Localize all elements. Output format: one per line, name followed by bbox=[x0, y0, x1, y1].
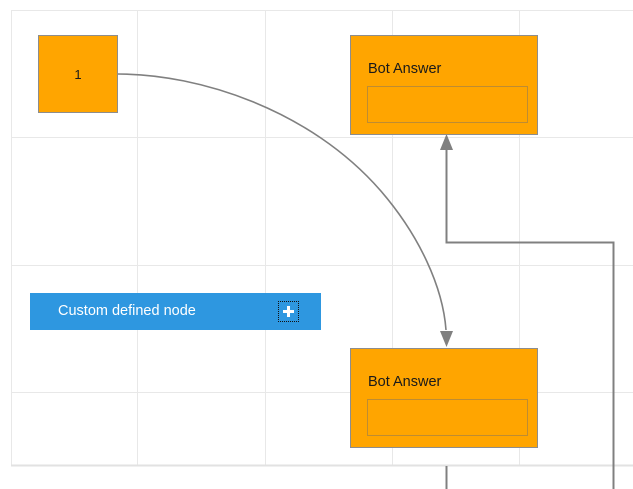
bot-answer-bottom-slot[interactable] bbox=[367, 399, 528, 436]
node-1[interactable]: 1 bbox=[38, 35, 118, 113]
bot-answer-bottom-title: Bot Answer bbox=[368, 374, 442, 390]
bot-answer-top-slot[interactable] bbox=[367, 86, 528, 123]
bot-answer-top-title: Bot Answer bbox=[368, 61, 442, 77]
arrowhead-down bbox=[440, 331, 453, 347]
node-bot-answer-bottom[interactable]: Bot Answer bbox=[350, 348, 538, 448]
custom-defined-node-bar[interactable]: Custom defined node bbox=[30, 293, 321, 330]
node-bot-answer-top[interactable]: Bot Answer bbox=[350, 35, 538, 135]
node-1-label: 1 bbox=[74, 66, 82, 82]
edge-orthogonal[interactable] bbox=[440, 134, 615, 489]
edge-curve[interactable] bbox=[117, 73, 453, 347]
plus-icon[interactable] bbox=[278, 301, 299, 322]
arrowhead-up bbox=[440, 134, 453, 150]
custom-defined-node-label: Custom defined node bbox=[58, 303, 196, 320]
